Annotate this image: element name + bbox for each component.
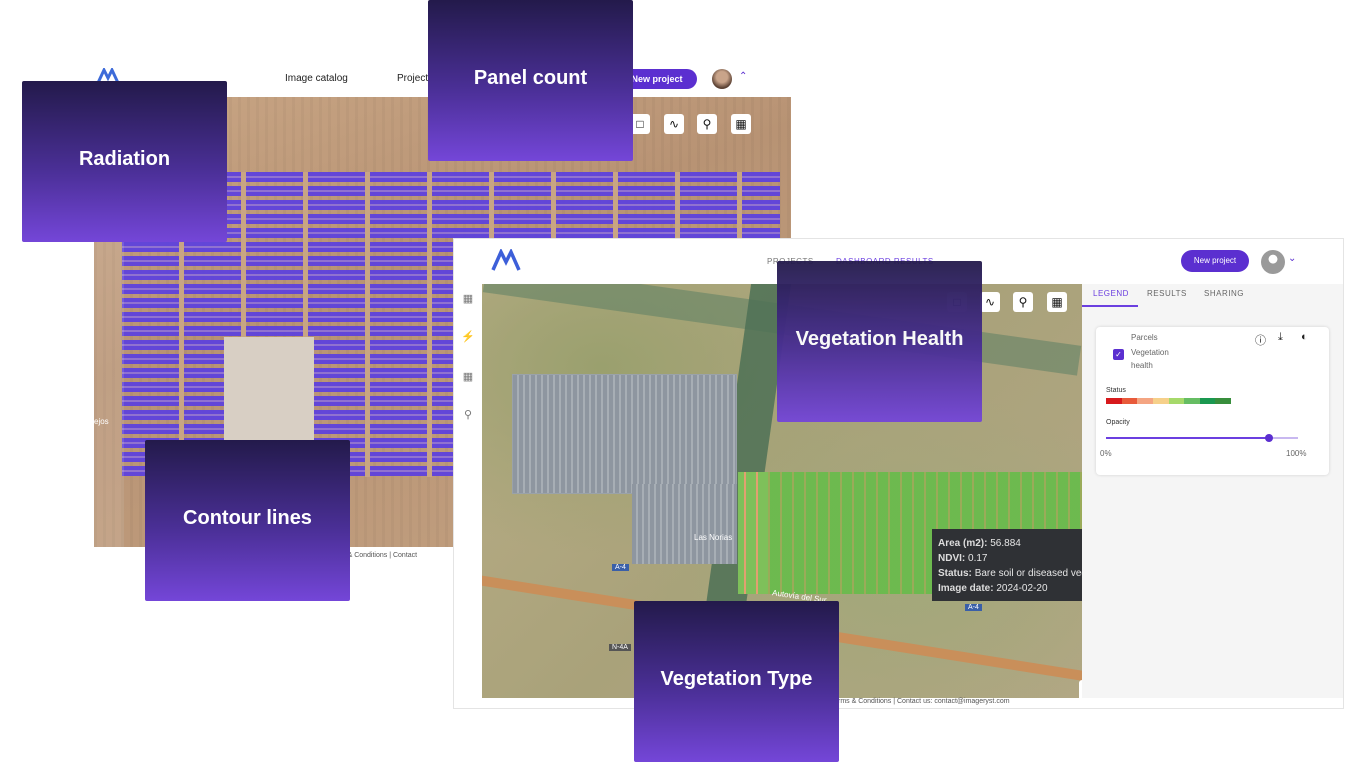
solar-panel-icon[interactable]: ▦ xyxy=(462,371,474,383)
panel-count-label-card: Panel count xyxy=(428,0,633,161)
logo-icon[interactable] xyxy=(96,68,120,86)
status-color-swatch xyxy=(1106,398,1122,404)
status-color-swatch xyxy=(1121,398,1138,404)
opacity-label: Opacity xyxy=(1106,419,1130,426)
tooltip-ndvi-value: 0.17 xyxy=(968,553,988,564)
contour-lines-label: Contour lines xyxy=(183,507,312,529)
layer-checkbox[interactable]: ✓ xyxy=(1113,349,1124,360)
road-badge: A-4 xyxy=(612,564,629,571)
status-color-swatch xyxy=(1168,398,1185,404)
opacity-slider[interactable] xyxy=(1106,434,1298,442)
chevron-down-icon[interactable]: ⌄ xyxy=(1288,253,1297,264)
right-panel: LEGEND RESULTS SHARING Parcels ✓ Vegetat… xyxy=(1082,284,1343,698)
building-icon[interactable]: ▦ xyxy=(462,293,474,305)
panel-count-label: Panel count xyxy=(473,67,588,89)
tab-sharing[interactable]: SHARING xyxy=(1204,289,1244,298)
radiation-label: Radiation xyxy=(78,148,171,170)
tab-indicator xyxy=(1082,305,1138,307)
tooltip-status-value: Bare soil or diseased vegetation xyxy=(974,568,1117,579)
radiation-label-card: Radiation xyxy=(22,81,227,242)
nav-projects[interactable]: Project xyxy=(397,73,429,84)
vegetation-health-label: Vegetation Health xyxy=(795,328,964,350)
road-badge: N-4A xyxy=(609,644,631,651)
tooltip-date-value: 2024-02-20 xyxy=(996,583,1048,594)
building-area xyxy=(224,337,314,447)
status-color-swatch xyxy=(1137,398,1153,404)
status-color-swatch xyxy=(1215,398,1231,404)
opacity-max-label: 100% xyxy=(1286,449,1307,458)
calendar-icon[interactable]: ▦ xyxy=(731,114,751,134)
status-color-swatch xyxy=(1199,398,1216,404)
tooltip-area-value: 56.884 xyxy=(990,538,1021,549)
avatar[interactable] xyxy=(712,69,732,89)
layer-group-label: Parcels xyxy=(1131,333,1158,342)
status-color-swatch xyxy=(1184,398,1200,404)
tab-results[interactable]: RESULTS xyxy=(1147,289,1187,298)
status-color-swatch xyxy=(1152,398,1169,404)
legend-card: Parcels ✓ Vegetation health ⓘ ⤓ ◐ Status… xyxy=(1096,327,1329,475)
place-label: Las Norias xyxy=(694,533,733,542)
vegetation-health-label-card: Vegetation Health xyxy=(777,261,982,422)
zoom-control: + − xyxy=(1079,680,1082,698)
calendar-icon[interactable]: ▦ xyxy=(1047,292,1067,312)
lightning-icon[interactable]: ⚡ xyxy=(461,331,475,343)
vegetation-type-label: Vegetation Type xyxy=(660,668,813,690)
chart-line-icon[interactable]: ∿ xyxy=(664,114,684,134)
tooltip-ndvi-label: NDVI: xyxy=(938,553,966,564)
chart-line-icon[interactable]: ∿ xyxy=(980,292,1000,312)
map-place-label: ejos xyxy=(94,417,109,426)
search-icon[interactable]: ⚲ xyxy=(697,114,717,134)
vegetation-type-label-card: Vegetation Type xyxy=(634,601,839,762)
contrast-icon[interactable]: ◐ xyxy=(1301,331,1308,343)
tooltip-area-label: Area (m2): xyxy=(938,538,988,549)
polygon-select-icon[interactable]: □ xyxy=(630,114,650,134)
back-footer[interactable]: cy | Terms & Conditions | Contact xyxy=(314,552,418,559)
road-badge: A-4 xyxy=(965,604,982,611)
tab-legend[interactable]: LEGEND xyxy=(1093,289,1129,298)
logo-icon[interactable] xyxy=(491,249,521,271)
download-icon[interactable]: ⤓ xyxy=(1278,331,1283,343)
search-icon[interactable]: ⚲ xyxy=(1013,292,1033,312)
front-footer[interactable]: rms & Conditions | Contact us: contact@i… xyxy=(838,698,1010,705)
status-color-scale xyxy=(1106,398,1231,404)
tooltip-date-label: Image date: xyxy=(938,583,994,594)
status-label: Status xyxy=(1106,387,1126,394)
contour-lines-label-card: Contour lines xyxy=(145,440,350,601)
opacity-slider-handle[interactable] xyxy=(1265,434,1274,442)
new-project-button[interactable]: New project xyxy=(617,69,697,89)
solar-field xyxy=(512,374,737,494)
chevron-up-icon[interactable]: ⌃ xyxy=(739,71,748,82)
tractor-icon[interactable]: ⚲ xyxy=(463,409,473,421)
left-sidebar: ▦ ⚡ ▦ ⚲ xyxy=(454,284,482,698)
avatar[interactable] xyxy=(1261,250,1285,274)
layer-name-label: Vegetation health xyxy=(1131,348,1169,370)
info-icon[interactable]: ⓘ xyxy=(1255,335,1266,347)
tooltip-status-label: Status: xyxy=(938,568,972,579)
opacity-min-label: 0% xyxy=(1100,449,1112,458)
new-project-button[interactable]: New project xyxy=(1181,250,1249,272)
nav-image-catalog[interactable]: Image catalog xyxy=(285,73,348,84)
